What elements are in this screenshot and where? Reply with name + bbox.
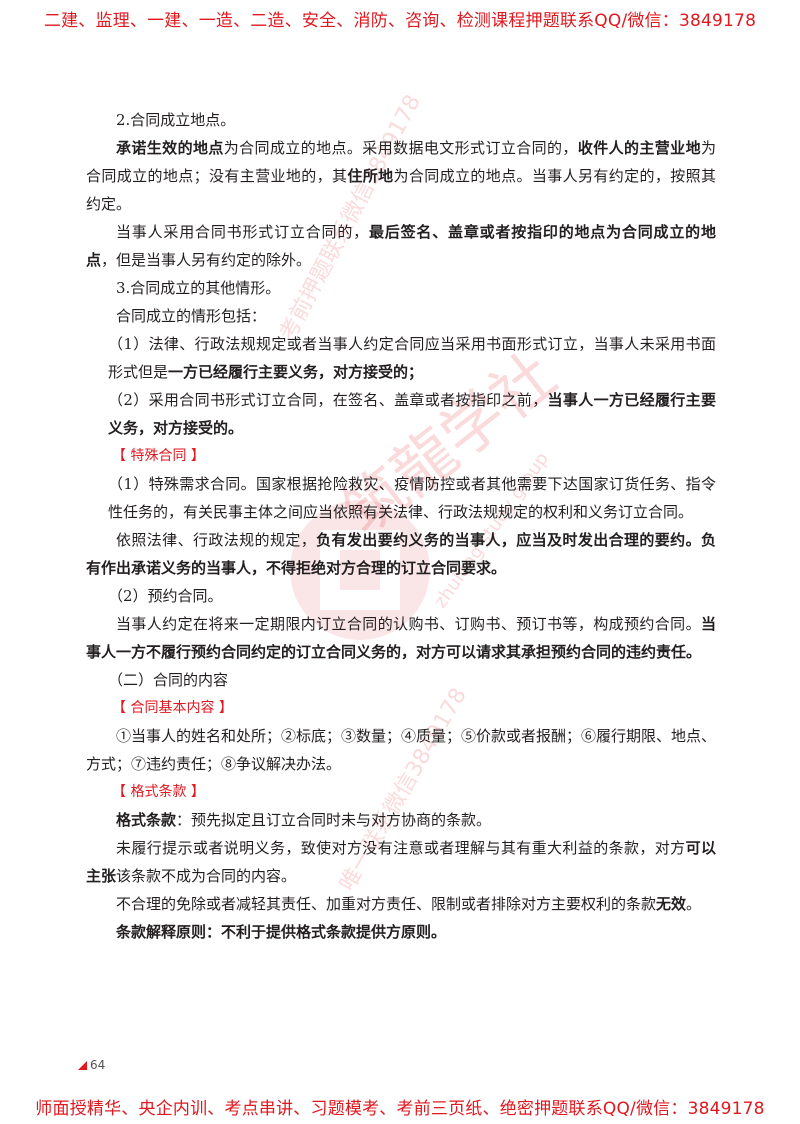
bold-text: 条款解释原则：不利于提供格式条款提供方原则。 (116, 923, 447, 941)
text: 为合同成立的地点；没有主营业地的，其 (86, 139, 716, 185)
page-number-text: 64 (90, 1058, 106, 1072)
tag-label: 格式条款 (130, 784, 187, 800)
text: 。 (686, 895, 702, 913)
paragraph-cases-intro: 合同成立的情形包括： (116, 307, 267, 325)
text: 当事人采用合同书形式订立合同的， (116, 223, 369, 241)
paragraph-interpretation-rule: 条款解释原则：不利于提供格式条款提供方原则。 (86, 918, 716, 946)
header-banner: 二建、监理、一建、一造、二造、安全、消防、咨询、检测课程押题联系QQ/微信：38… (43, 11, 757, 31)
paragraph-pre-contract-detail: 当事人约定在将来一定期限内订立合同的认购书、订购书、预订书等，构成预约合同。当事… (86, 610, 716, 666)
bold-text: 无效 (656, 895, 687, 913)
section-heading-contract-place: 2.合同成立地点。 (116, 111, 236, 129)
text: 当事人约定在将来一定期限内订立合同的认购书、订购书、预订书等，构成预约合同。 (116, 615, 701, 633)
section-heading-other-cases: 3.合同成立的其他情形。 (116, 279, 281, 297)
bold-text: 承诺生效的地点 (116, 139, 224, 157)
text: 不合理的免除或者减轻其责任、加重对方责任、限制或者排除对方主要权利的条款 (116, 895, 657, 913)
paragraph-special-demand: （1）特殊需求合同。国家根据抢险救灾、疫情防控或者其他需要下达国家订货任务、指令… (108, 475, 716, 521)
page-number: 64 (78, 1058, 105, 1072)
bold-text: 最后签名、盖章或者按指印的地点为合同成立的地点 (86, 223, 716, 269)
paragraph-written-form-place: 当事人采用合同书形式订立合同的，最后签名、盖章或者按指印的地点为合同成立的地点，… (86, 218, 716, 274)
tag-label: 合同基本内容 (130, 700, 215, 716)
text: 为合同成立的地点。当事人另有约定的，按照其约定。 (86, 167, 716, 213)
text: ，但是当事人另有约定的除外。 (101, 251, 312, 269)
bold-text: 当事人一方已经履行主要义务，对方接受的。 (108, 391, 716, 437)
tag-basic-content: 【 合同基本内容 】 (112, 700, 233, 716)
bold-text: 负有发出要约义务的当事人，应当及时发出合理的要约。负有作出承诺义务的当事人，不得… (86, 531, 716, 577)
bold-text: 可以主张 (86, 839, 716, 885)
tag-special-contract: 【 特殊合同 】 (112, 448, 205, 464)
footer-banner: 师面授精华、央企内训、考点串讲、习题模考、考前三页纸、绝密押题联系QQ/微信：3… (35, 1099, 765, 1119)
page-marker-icon (78, 1061, 87, 1070)
text: 为合同成立的地点。采用数据电文形式订立合同的， (223, 139, 578, 157)
text: ：预先拟定且订立合同时未与对方协商的条款。 (176, 811, 492, 829)
list-item-case-1: （1）法律、行政法规规定或者当事人约定合同应当采用书面形式订立，当事人未采用书面… (86, 330, 716, 386)
paragraph-invalid-terms: 不合理的免除或者减轻其责任、加重对方责任、限制或者排除对方主要权利的条款无效。 (86, 890, 716, 918)
paragraph-standard-terms-def: 格式条款：预先拟定且订立合同时未与对方协商的条款。 (86, 806, 716, 834)
bold-text: 收件人的主营业地 (577, 139, 701, 157)
text: （2）采用合同书形式订立合同，在签名、盖章或者按指印之前， (108, 391, 548, 409)
text: 该条款不成为合同的内容。 (116, 867, 297, 885)
section-heading-contract-content: （二）合同的内容 (108, 671, 229, 689)
paragraph-basic-content-list: ①当事人的姓名和处所；②标底；③数量；④质量；⑤价款或者报酬；⑥履行期限、地点、… (86, 727, 717, 773)
text: 依照法律、行政法规的规定， (116, 531, 317, 549)
text: （1）法律、行政法规规定或者当事人约定合同应当采用书面形式订立，当事人未采用书面… (108, 335, 716, 381)
document-body: 2.合同成立地点。 承诺生效的地点为合同成立的地点。采用数据电文形式订立合同的，… (86, 106, 716, 946)
paragraph-offer-duty: 依照法律、行政法规的规定，负有发出要约义务的当事人，应当及时发出合理的要约。负有… (86, 526, 716, 582)
paragraph-pre-contract: （2）预约合同。 (108, 587, 223, 605)
paragraph-acceptance-place: 承诺生效的地点为合同成立的地点。采用数据电文形式订立合同的，收件人的主营业地为合… (86, 134, 716, 218)
bold-text: 格式条款 (116, 811, 177, 829)
tag-standard-terms: 【 格式条款 】 (112, 784, 205, 800)
paragraph-notice-duty: 未履行提示或者说明义务，致使对方没有注意或者理解与其有重大利益的条款，对方可以主… (86, 834, 716, 890)
bold-text: 一方已经履行主要义务，对方接受的； (168, 363, 424, 381)
text: 未履行提示或者说明义务，致使对方没有注意或者理解与其有重大利益的条款，对方 (116, 839, 686, 857)
bold-text: 住所地 (347, 167, 394, 185)
list-item-case-2: （2）采用合同书形式订立合同，在签名、盖章或者按指印之前，当事人一方已经履行主要… (86, 386, 716, 442)
tag-label: 特殊合同 (130, 448, 187, 464)
bold-text: 当事人一方不履行预约合同约定的订立合同义务的，对方可以请求其承担预约合同的违约责… (86, 615, 716, 661)
